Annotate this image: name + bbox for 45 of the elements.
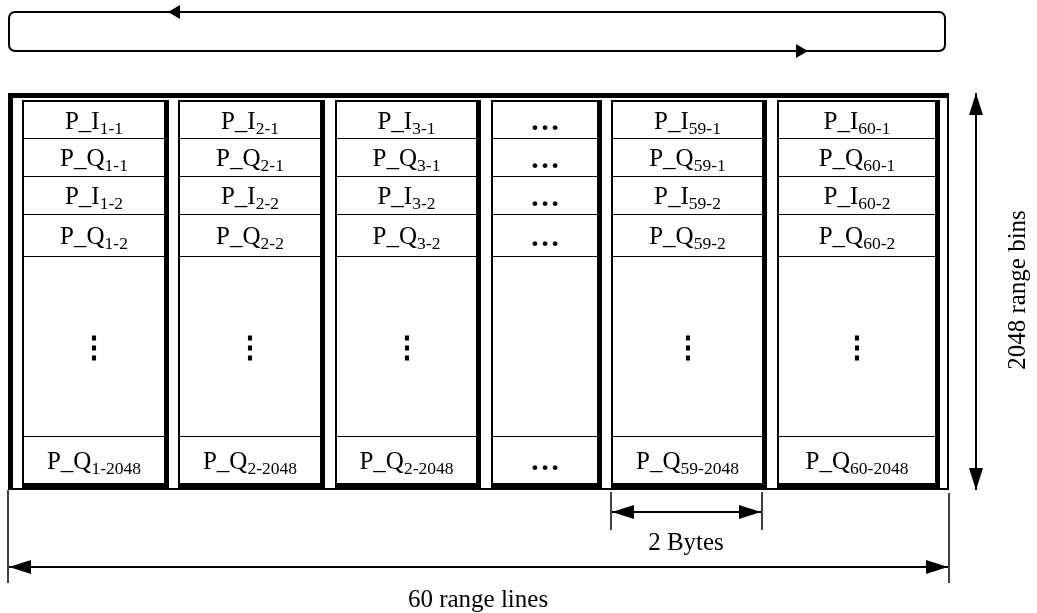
table-cell: P_Q$_{1-1}$ xyxy=(24,139,164,177)
table-cell: P_I$_{1-2}$ xyxy=(24,177,164,215)
data-frame xyxy=(8,93,949,490)
table-cell: P_Q$_{59-1}$ xyxy=(613,139,762,177)
table-cell: P_Q$_{3-1}$ xyxy=(337,139,476,177)
table-cell: P_Q$_{2-2048}$ xyxy=(337,437,476,483)
table-cell: P_Q$_{59-2048}$ xyxy=(613,437,762,483)
table-cell: P_Q$_{1-2}$ xyxy=(24,215,164,257)
data-column xyxy=(178,100,325,488)
table-cell: … xyxy=(493,139,597,177)
table-cell: … xyxy=(493,437,597,483)
table-cell: ⋮ xyxy=(337,257,476,437)
dimension-label: 2 Bytes xyxy=(648,528,724,554)
table-cell: P_Q$_{60-1}$ xyxy=(779,139,935,177)
table-cell: P_I$_{59-2}$ xyxy=(613,177,762,215)
table-cell: ⋮ xyxy=(180,257,320,437)
table-cell: ⋮ xyxy=(613,257,762,437)
table-cell: P_Q$_{60-2048}$ xyxy=(779,437,935,483)
dimension-label: 60 range lines xyxy=(407,585,549,611)
table-cell: … xyxy=(493,177,597,215)
data-column xyxy=(491,100,602,488)
table-cell: P_Q$_{59-2}$ xyxy=(613,215,762,257)
table-cell: … xyxy=(493,102,597,139)
table-cell: … xyxy=(493,215,597,257)
table-cell: ⋮ xyxy=(24,257,164,437)
data-column xyxy=(335,100,481,488)
table-cell: P_Q$_{2-2}$ xyxy=(180,215,320,257)
table-cell: P_I$_{59-1}$ xyxy=(613,102,762,139)
table-cell: P_I$_{2-2}$ xyxy=(180,177,320,215)
table-cell: P_Q$_{3-2}$ xyxy=(337,215,476,257)
table-cell: P_I$_{3-1}$ xyxy=(337,102,476,139)
table-cell: P_I$_{2-1}$ xyxy=(180,102,320,139)
table-cell: P_Q$_{2-2048}$ xyxy=(180,437,320,483)
data-column xyxy=(611,100,767,488)
table-cell: P_Q$_{1-2048}$ xyxy=(24,437,164,483)
table-cell: P_I$_{1-1}$ xyxy=(24,102,164,139)
table-cell: P_I$_{60-2}$ xyxy=(779,177,935,215)
table-cell: P_Q$_{60-2}$ xyxy=(779,215,935,257)
dimension-label: 2048 range bins xyxy=(1003,210,1029,370)
data-column xyxy=(22,100,169,488)
table-cell: P_I$_{3-2}$ xyxy=(337,177,476,215)
table-cell: P_I$_{60-1}$ xyxy=(779,102,935,139)
table-cell: P_Q$_{2-1}$ xyxy=(180,139,320,177)
table-cell: ⋮ xyxy=(779,257,935,437)
data-column xyxy=(777,100,940,488)
